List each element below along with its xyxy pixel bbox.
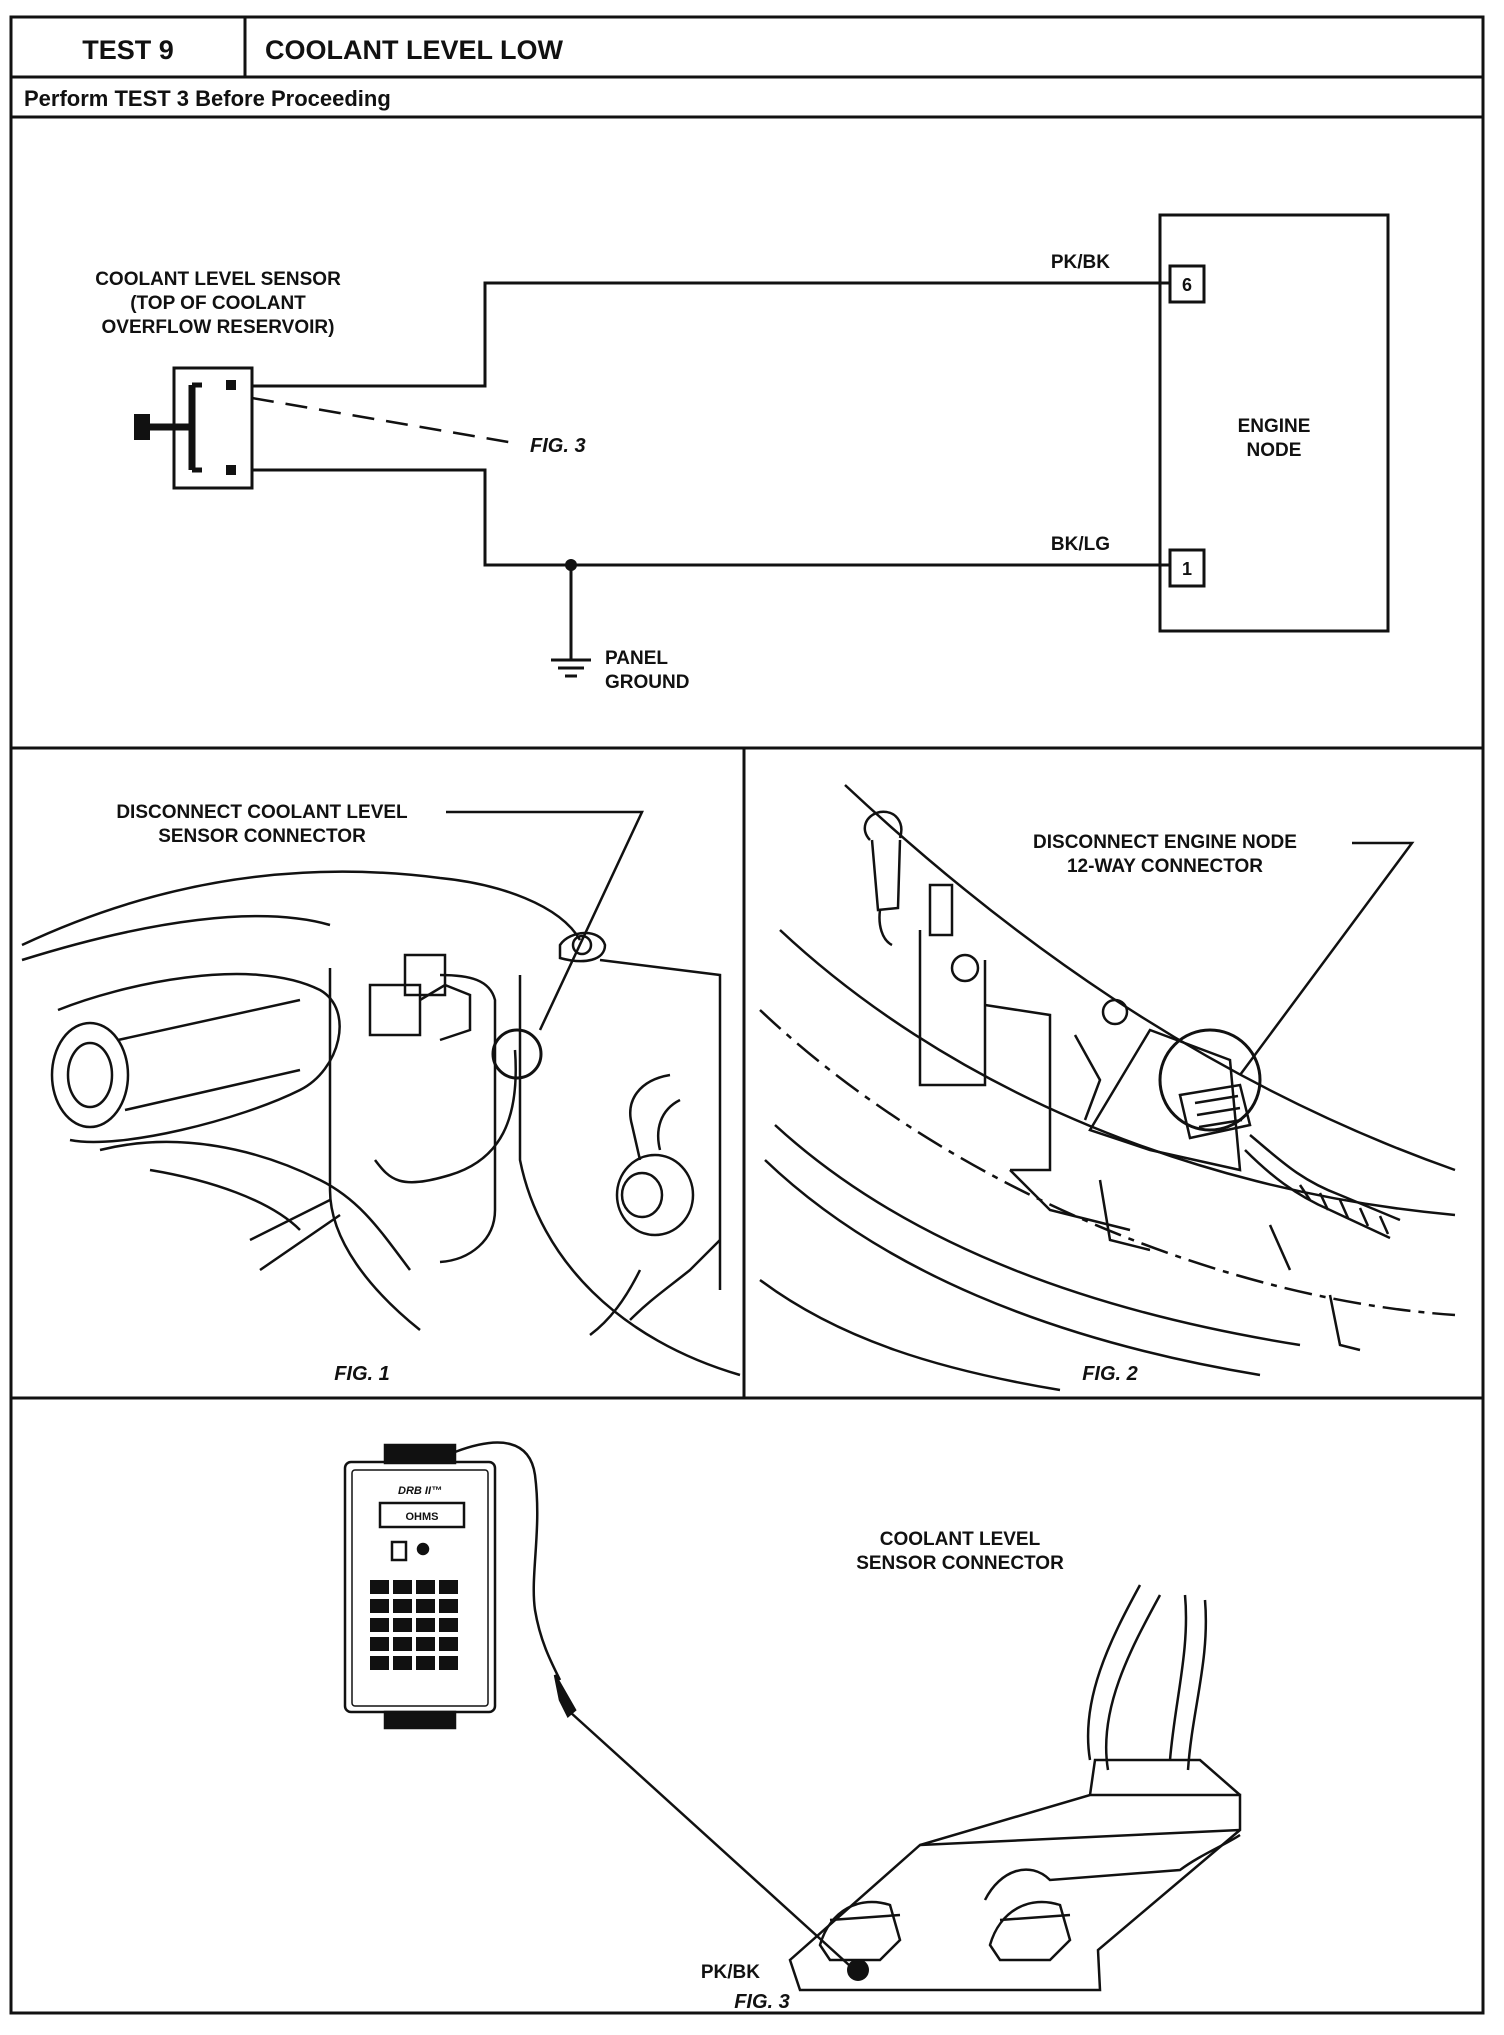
fig3-terminal-label: PK/BK <box>701 1962 760 1983</box>
sensor-label-line-3: OVERFLOW RESERVOIR) <box>102 317 335 338</box>
coolant-level-sensor-symbol <box>134 366 254 490</box>
fig1-callout-leader <box>446 810 644 1031</box>
fig1-caption: FIG. 1 <box>334 1363 390 1385</box>
pin-6-label: 6 <box>1182 275 1192 295</box>
sensor-label-line-1: COOLANT LEVEL SENSOR <box>95 269 341 290</box>
sensor-label-line-2: (TOP OF COOLANT <box>130 293 306 314</box>
pin-6-box <box>1168 264 1206 304</box>
engine-node-mount-illustration <box>759 784 1456 1392</box>
engine-bay-illustration <box>21 870 741 1377</box>
ground-label-line-2: GROUND <box>605 672 689 693</box>
fig2-connector-highlight <box>1158 1028 1262 1132</box>
fig3-caption: FIG. 3 <box>734 1991 790 2013</box>
test-title: COOLANT LEVEL LOW <box>265 35 564 65</box>
ground-label-line-1: PANEL <box>605 648 668 669</box>
fig2-callout-line-1: DISCONNECT ENGINE NODE <box>1033 832 1297 853</box>
fig2-callout-leader <box>1238 841 1415 1076</box>
test-lead <box>454 1441 861 1976</box>
test-number: TEST 9 <box>82 35 174 65</box>
wire-bk-lg <box>252 468 1170 567</box>
engine-node-label-line-1: ENGINE <box>1238 416 1311 437</box>
pk-bk-terminal-probe-point <box>847 1959 869 1981</box>
engine-node-module <box>1158 213 1390 633</box>
fig2-callout-line-2: 12-WAY CONNECTOR <box>1067 856 1263 877</box>
prerequisite-note: Perform TEST 3 Before Proceeding <box>24 86 391 111</box>
tester-keypad <box>370 1580 458 1670</box>
fig3-test-lead-dashed <box>251 396 521 446</box>
fig1-panel: DISCONNECT COOLANT LEVEL SENSOR CONNECTO… <box>21 802 741 1385</box>
tester-display <box>378 1501 466 1529</box>
schematic-section: COOLANT LEVEL SENSOR (TOP OF COOLANT OVE… <box>11 213 1483 750</box>
fig2-caption: FIG. 2 <box>1082 1363 1138 1385</box>
ground-splice-dot <box>565 559 577 571</box>
wire-color-pk-bk: PK/BK <box>1051 252 1110 273</box>
intake-tube-end <box>50 1021 130 1129</box>
fig1-callout-line-1: DISCONNECT COOLANT LEVEL <box>116 802 408 823</box>
wire-pk-bk <box>252 281 1170 388</box>
coolant-level-sensor-connector-illustration <box>788 1584 1242 1992</box>
header <box>9 15 1485 2015</box>
fig3-connector-label-line-1: COOLANT LEVEL <box>880 1529 1041 1550</box>
fig3-connector-label-line-2: SENSOR CONNECTOR <box>856 1553 1064 1574</box>
drb-ii-tester <box>343 1443 497 1730</box>
pin-1-label: 1 <box>1182 559 1192 579</box>
engine-node-label-line-2: NODE <box>1247 440 1302 461</box>
page-frame <box>9 15 1485 2015</box>
pin-1-box <box>1168 548 1206 588</box>
fig3-panel: DRB II™ OHMS COOLANT LEVEL SENSOR CONNEC… <box>343 1441 1242 2013</box>
fig1-callout-line-2: SENSOR CONNECTOR <box>158 826 366 847</box>
wire-color-bk-lg: BK/LG <box>1051 534 1110 555</box>
fig-3-reference: FIG. 3 <box>530 435 586 457</box>
tester-brand: DRB II™ <box>398 1485 442 1497</box>
tester-display-text: OHMS <box>406 1511 439 1523</box>
wiring <box>251 281 1170 678</box>
fig2-panel: DISCONNECT ENGINE NODE 12-WAY CONNECTOR <box>759 784 1456 1392</box>
fig1-connector-highlight <box>491 1028 543 1080</box>
